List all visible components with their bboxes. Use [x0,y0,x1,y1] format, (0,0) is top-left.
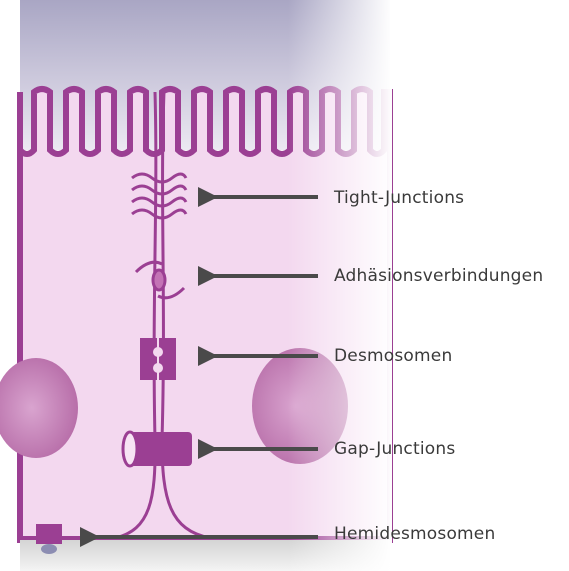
label-tight-junctions: Tight-Junctions [334,188,464,208]
label-hemidesmosomes: Hemidesmosomen [334,524,495,544]
label-gap-junctions: Gap-Junctions [334,439,455,459]
label-desmosomes: Desmosomen [334,346,452,366]
label-adherens-junctions: Adhäsionsverbindungen [334,266,543,286]
